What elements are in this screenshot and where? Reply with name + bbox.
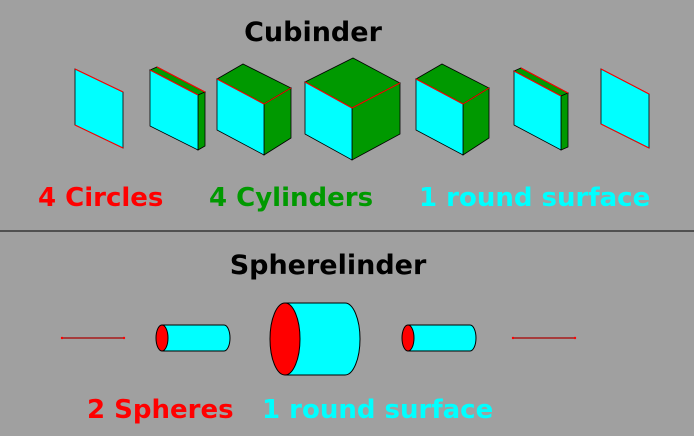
cubinder-slice-7	[600, 68, 650, 149]
cubinder-slice-3	[216, 63, 292, 156]
cubinder-slice-6	[513, 67, 569, 151]
cubinder-slice-1	[74, 68, 124, 149]
cubinder-slice-5	[415, 63, 490, 156]
label-4-cylinders: 4 Cylinders	[209, 183, 373, 213]
label-1-round-surface-top: 1 round surface	[419, 183, 650, 213]
spherelinder-slice-1	[60, 336, 126, 340]
spherelinder-title: Spherelinder	[230, 250, 427, 281]
label-2-spheres: 2 Spheres	[87, 395, 234, 425]
cubinder-title: Cubinder	[244, 17, 382, 48]
spherelinder-slice-5	[511, 336, 577, 340]
spherelinder-slice-4	[401, 324, 477, 352]
spherelinder-slice-2	[155, 324, 231, 352]
cubinder-slice-4	[304, 57, 401, 161]
label-1-round-surface-bottom: 1 round surface	[262, 395, 493, 425]
cubinder-slice-2	[149, 66, 206, 151]
spherelinder-slice-3	[269, 302, 361, 376]
label-4-circles: 4 Circles	[38, 183, 163, 213]
